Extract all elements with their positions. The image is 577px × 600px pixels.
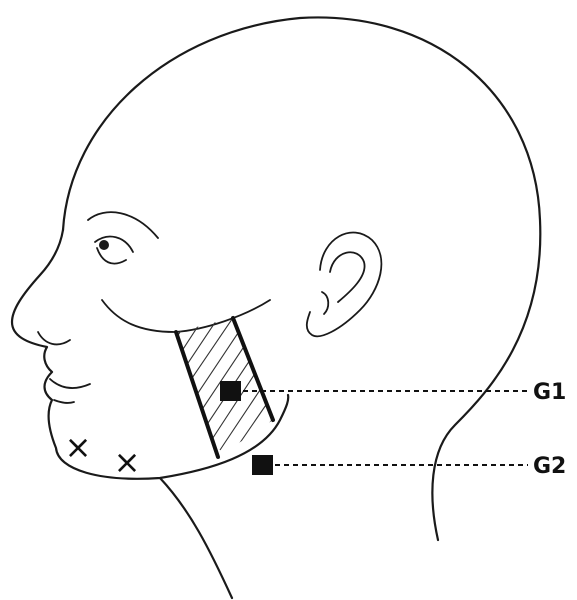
lip-crease xyxy=(54,400,74,403)
ear-antihelix xyxy=(322,292,328,314)
electrode-g1-pad xyxy=(220,381,241,401)
chin-marker-1: × xyxy=(65,428,92,466)
electrode-g2-label: G2 xyxy=(533,454,566,479)
chin-marker-2: × xyxy=(114,443,141,481)
ear-inner xyxy=(330,252,365,302)
ear-outline xyxy=(307,232,382,336)
electrode-g1-label: G1 xyxy=(533,380,566,405)
band-edge-back xyxy=(233,318,273,420)
cheek-contour xyxy=(102,300,270,332)
neck-front xyxy=(160,478,232,598)
nostril xyxy=(38,332,70,344)
electrode-g1: G1 xyxy=(220,380,566,405)
electrode-g2-pad xyxy=(252,455,273,475)
mouth-line xyxy=(50,379,90,388)
electrode-g2: G2 xyxy=(252,454,566,479)
eyebrow xyxy=(88,212,158,238)
eye-lower-lid xyxy=(97,248,126,264)
pupil xyxy=(99,240,109,250)
